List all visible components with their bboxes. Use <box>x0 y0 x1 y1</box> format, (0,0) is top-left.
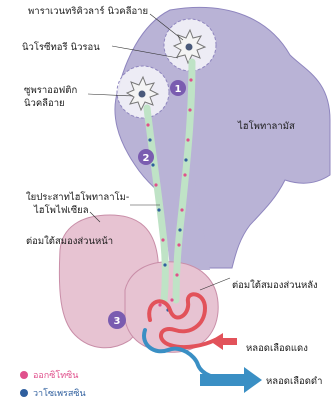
step-1-badge: 1 <box>170 80 186 96</box>
label-artery: หลอดเลือดแดง <box>246 343 308 354</box>
oxytocin-granule <box>186 138 189 141</box>
legend-vasopressin-label: วาโซเพรสซิน <box>33 388 86 399</box>
paraventricular-nucleus-dot <box>186 44 193 51</box>
oxytocin-granule <box>170 298 173 301</box>
oxytocin-granule <box>175 273 178 276</box>
oxytocin-granule <box>183 173 186 176</box>
artery-arrow <box>210 333 237 350</box>
label-paraventricular-nucleus: พาราเวนทริคิวลาร์ นิวคลีอาย <box>28 5 148 17</box>
label-tract-line2: ไฮโพไฟเซียล <box>33 204 89 216</box>
vein-arrow <box>200 367 262 393</box>
supraoptic-nucleus-dot <box>139 91 146 98</box>
label-anterior-pituitary: ต่อมใต้สมองส่วนหน้า <box>26 235 113 247</box>
label-hypothalamus: ไฮโพทาลามัส <box>237 120 295 132</box>
vasopressin-granule <box>148 138 151 141</box>
step-2-badge: 2 <box>138 149 154 165</box>
legend: ออกซิโทซิน วาโซเพรสซิน <box>20 370 86 399</box>
oxytocin-granule <box>177 243 180 246</box>
oxytocin-granule <box>154 183 157 186</box>
oxytocin-granule <box>189 78 192 81</box>
label-supraoptic-line2: นิวคลีอาย <box>24 97 65 109</box>
step-1-number: 1 <box>175 84 182 95</box>
label-posterior-pituitary: ต่อมใต้สมองส่วนหลัง <box>232 279 318 291</box>
vasopressin-granule <box>157 208 160 211</box>
vasopressin-granule <box>178 228 181 231</box>
vasopressin-granule <box>163 263 166 266</box>
step-3-number: 3 <box>114 316 121 327</box>
label-neurosecretory-neuron: นิวโรซีทอรี นิวรอน <box>22 41 100 53</box>
label-vein: หลอดเลือดดำ <box>266 376 322 387</box>
vasopressin-granule <box>184 158 187 161</box>
pink-dot-icon <box>20 371 28 379</box>
label-tract-line1: ใยประสาทไฮโพทาลาโม- <box>26 191 129 203</box>
oxytocin-granule <box>188 108 191 111</box>
oxytocin-granule <box>161 238 164 241</box>
oxytocin-granule <box>146 123 149 126</box>
step-3-badge: 3 <box>108 311 126 329</box>
hypothalamus-region <box>115 7 330 268</box>
oxytocin-granule <box>158 303 161 306</box>
legend-oxytocin-label: ออกซิโทซิน <box>33 370 78 381</box>
label-supraoptic-line1: ซูพราออฟติก <box>24 85 77 96</box>
blue-dot-icon <box>20 389 28 397</box>
oxytocin-granule <box>180 208 183 211</box>
vasopressin-granule <box>151 163 154 166</box>
step-2-number: 2 <box>143 153 150 164</box>
